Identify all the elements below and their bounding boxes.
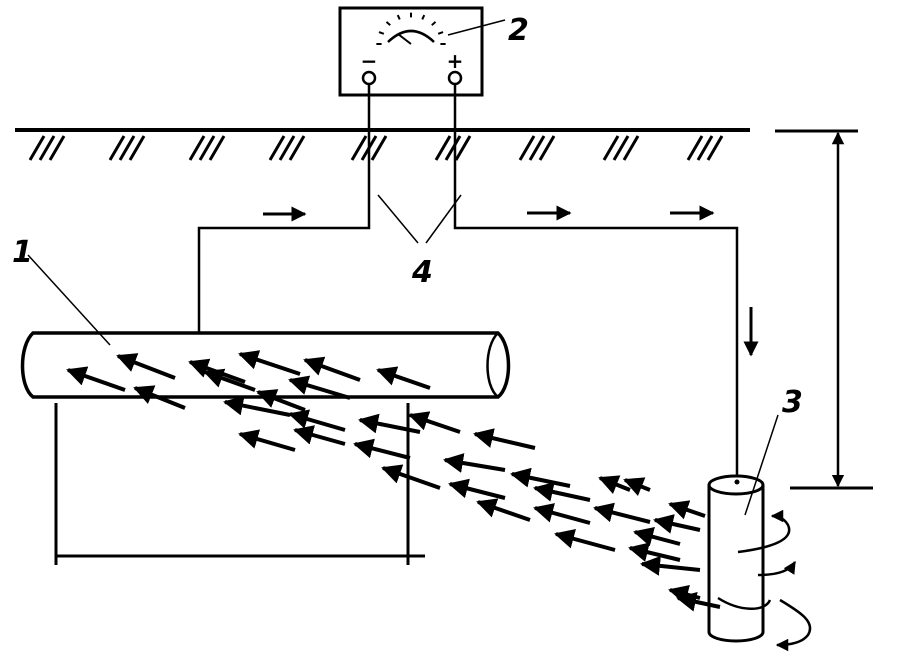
meter-tick	[437, 31, 444, 35]
hatch-stroke	[208, 135, 226, 161]
soil-arrow	[238, 350, 301, 376]
soil-arrow	[476, 498, 531, 522]
leader-cable-a	[377, 194, 419, 244]
meter-tick	[396, 14, 401, 20]
soil-arrow	[381, 464, 441, 490]
meter-tick	[431, 21, 437, 26]
hatch-stroke	[538, 135, 556, 161]
hatch-stroke	[118, 135, 136, 161]
hatch-stroke	[612, 135, 630, 161]
depth-dimension	[775, 129, 873, 490]
soil-arrow	[628, 542, 681, 562]
soil-arrow	[223, 395, 291, 417]
hatch-stroke	[518, 135, 536, 161]
soil-arrow	[376, 366, 431, 390]
soil-arrow	[668, 584, 701, 605]
meter-tick	[421, 14, 426, 20]
hatch-stroke	[108, 135, 126, 161]
soil-current-arrows	[66, 350, 721, 612]
hatch-stroke	[38, 135, 56, 161]
hatch-stroke	[706, 135, 724, 161]
meter-scale	[387, 29, 435, 43]
soil-arrow	[510, 467, 571, 488]
pipeline	[20, 331, 511, 399]
soil-arrow	[303, 356, 361, 382]
cable-current-arrows	[263, 205, 759, 357]
soil-arrow	[533, 503, 591, 525]
meter-needle	[397, 33, 412, 45]
hatch-stroke	[696, 135, 714, 161]
soil-arrow	[676, 591, 721, 612]
meter-tick	[385, 21, 391, 26]
hatch-stroke	[622, 135, 640, 161]
soil-arrow	[640, 555, 701, 576]
meter-tick	[378, 31, 385, 35]
cables	[197, 84, 739, 480]
protected-length-dimension	[54, 403, 425, 565]
soil-arrow	[293, 425, 346, 446]
label-pipeline: 1	[12, 235, 33, 270]
hatch-stroke	[48, 135, 66, 161]
hatch-stroke	[268, 135, 286, 161]
hatch-stroke	[28, 135, 46, 161]
hatch-stroke	[128, 135, 146, 161]
cable-to-pipeline	[197, 84, 371, 332]
hatch-stroke	[370, 135, 388, 161]
soil-arrow	[668, 500, 706, 520]
soil-arrow	[353, 438, 411, 460]
soil-arrow	[473, 428, 536, 450]
leader-lines	[27, 19, 779, 516]
hatch-stroke	[288, 135, 306, 161]
leader-anode	[744, 414, 779, 516]
hatch-stroke	[454, 135, 472, 161]
plus-terminal	[447, 70, 463, 86]
label-meter: 2	[508, 13, 529, 48]
soil-arrow	[623, 477, 651, 496]
soil-arrow	[288, 409, 346, 432]
hatch-stroke	[528, 135, 546, 161]
ground-surface	[15, 128, 750, 161]
hatch-stroke	[686, 135, 704, 161]
soil-arrow	[288, 375, 351, 400]
leader-meter	[447, 19, 506, 36]
leader-cable-b	[425, 194, 462, 244]
soil-arrow	[554, 529, 616, 552]
meter: − +	[338, 6, 484, 97]
hatch-stroke	[444, 135, 462, 161]
soil-arrow	[653, 514, 701, 534]
label-anode: 3	[782, 385, 803, 420]
hatch-stroke	[602, 135, 620, 161]
hatch-stroke	[198, 135, 216, 161]
plus-sign: +	[447, 49, 464, 73]
soil-arrow	[633, 526, 681, 547]
anode-swirl-arrows	[717, 509, 812, 652]
cable-to-anode	[453, 84, 739, 480]
hatch-stroke	[434, 135, 452, 161]
soil-arrow	[203, 368, 256, 392]
anode	[707, 474, 765, 643]
soil-arrow	[408, 411, 461, 434]
ground-hatching	[28, 135, 724, 161]
hatch-stroke	[278, 135, 296, 161]
meter-ticks	[376, 12, 446, 45]
soil-arrow	[533, 482, 591, 502]
soil-arrow	[358, 413, 421, 434]
minus-terminal	[361, 70, 377, 86]
label-cables: 4	[411, 255, 433, 290]
soil-arrow	[593, 502, 651, 524]
soil-arrow	[133, 385, 186, 410]
soil-arrow	[443, 453, 506, 473]
minus-sign: −	[361, 49, 378, 73]
soil-arrow	[66, 366, 126, 392]
soil-arrow	[116, 353, 176, 380]
soil-arrow	[256, 389, 306, 412]
hatch-stroke	[350, 135, 368, 161]
soil-arrow	[448, 478, 506, 500]
soil-arrow	[238, 429, 296, 452]
hatch-stroke	[188, 135, 206, 161]
leader-pipeline	[27, 254, 111, 346]
